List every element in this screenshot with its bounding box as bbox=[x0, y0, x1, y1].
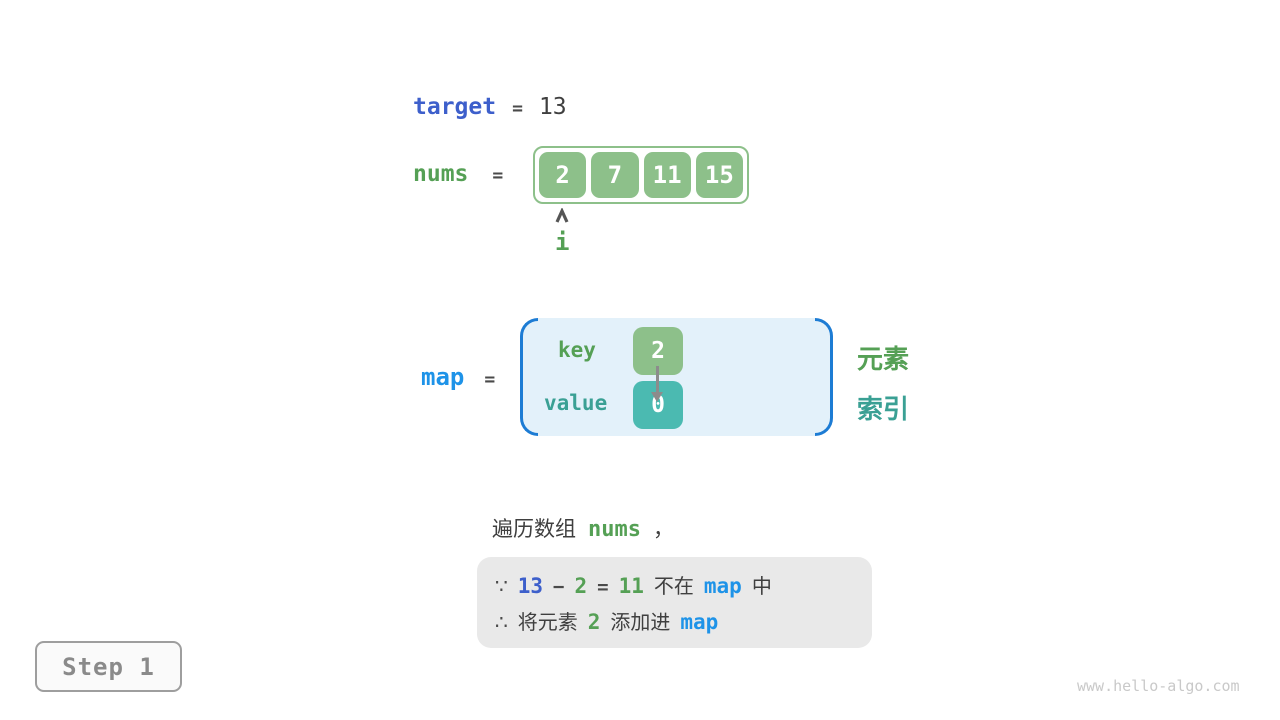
array-cell: 7 bbox=[591, 152, 639, 198]
note-line-1: ∵ 13 − 2 = 11 不在 map 中 bbox=[495, 570, 854, 599]
array-cell: 2 bbox=[539, 152, 587, 198]
key-to-value-arrow-icon bbox=[651, 366, 663, 402]
map-right-bracket bbox=[815, 318, 833, 436]
note-line-2: ∴ 将元素 2 添加进 map bbox=[495, 606, 854, 635]
nums-array: 2 7 11 15 bbox=[533, 146, 749, 204]
note-element-value: 2 bbox=[574, 574, 588, 598]
caption-nums-code: nums bbox=[588, 517, 641, 542]
array-cell: 11 bbox=[643, 152, 691, 198]
note-map-code-2: map bbox=[680, 610, 719, 634]
map-equals-sign: = bbox=[484, 369, 496, 390]
note-added-value: 2 bbox=[587, 610, 601, 634]
map-value-label: value bbox=[544, 391, 608, 415]
map-container: key value 2 0 bbox=[520, 318, 833, 436]
index-pointer-caret-icon bbox=[555, 208, 569, 223]
target-value: 13 bbox=[538, 94, 567, 120]
legend-element-label: 元素 bbox=[857, 345, 910, 375]
index-pointer-label: i bbox=[555, 228, 570, 256]
note-difference-value: 11 bbox=[618, 574, 644, 598]
caption-text-before: 遍历数组 bbox=[492, 517, 576, 541]
note-map-code: map bbox=[703, 574, 742, 598]
note-target-value: 13 bbox=[517, 574, 544, 598]
therefore-symbol: ∴ bbox=[495, 610, 508, 634]
caption-text-after: ， bbox=[652, 517, 674, 541]
minus-sign: − bbox=[553, 576, 565, 598]
target-equals-sign: = bbox=[512, 98, 523, 119]
map-keyword: map bbox=[421, 363, 465, 391]
nums-keyword: nums bbox=[413, 161, 469, 187]
because-symbol: ∵ bbox=[495, 574, 508, 598]
target-assignment: target = 13 bbox=[413, 94, 567, 120]
note-equals-sign: = bbox=[597, 576, 609, 598]
note-text-add-element: 将元素 bbox=[517, 610, 578, 634]
legend-index-label: 索引 bbox=[857, 395, 910, 425]
map-left-bracket bbox=[520, 318, 538, 436]
note-text-add-into: 添加进 bbox=[610, 610, 671, 634]
note-text-in: 中 bbox=[751, 574, 772, 598]
array-cell: 15 bbox=[695, 152, 743, 198]
watermark: www.hello-algo.com bbox=[1077, 677, 1240, 695]
nums-assignment: nums = bbox=[413, 161, 503, 187]
nums-equals-sign: = bbox=[492, 165, 504, 186]
reasoning-note-box: ∵ 13 − 2 = 11 不在 map 中 ∴ 将元素 2 添加进 map bbox=[477, 557, 872, 648]
note-text-not-in: 不在 bbox=[653, 574, 694, 598]
step-badge: Step 1 bbox=[35, 641, 182, 692]
target-keyword: target bbox=[413, 94, 497, 120]
map-key-label: key bbox=[558, 338, 596, 362]
map-assignment: map = bbox=[421, 363, 495, 391]
caption-line: 遍历数组 nums ， bbox=[492, 513, 674, 543]
